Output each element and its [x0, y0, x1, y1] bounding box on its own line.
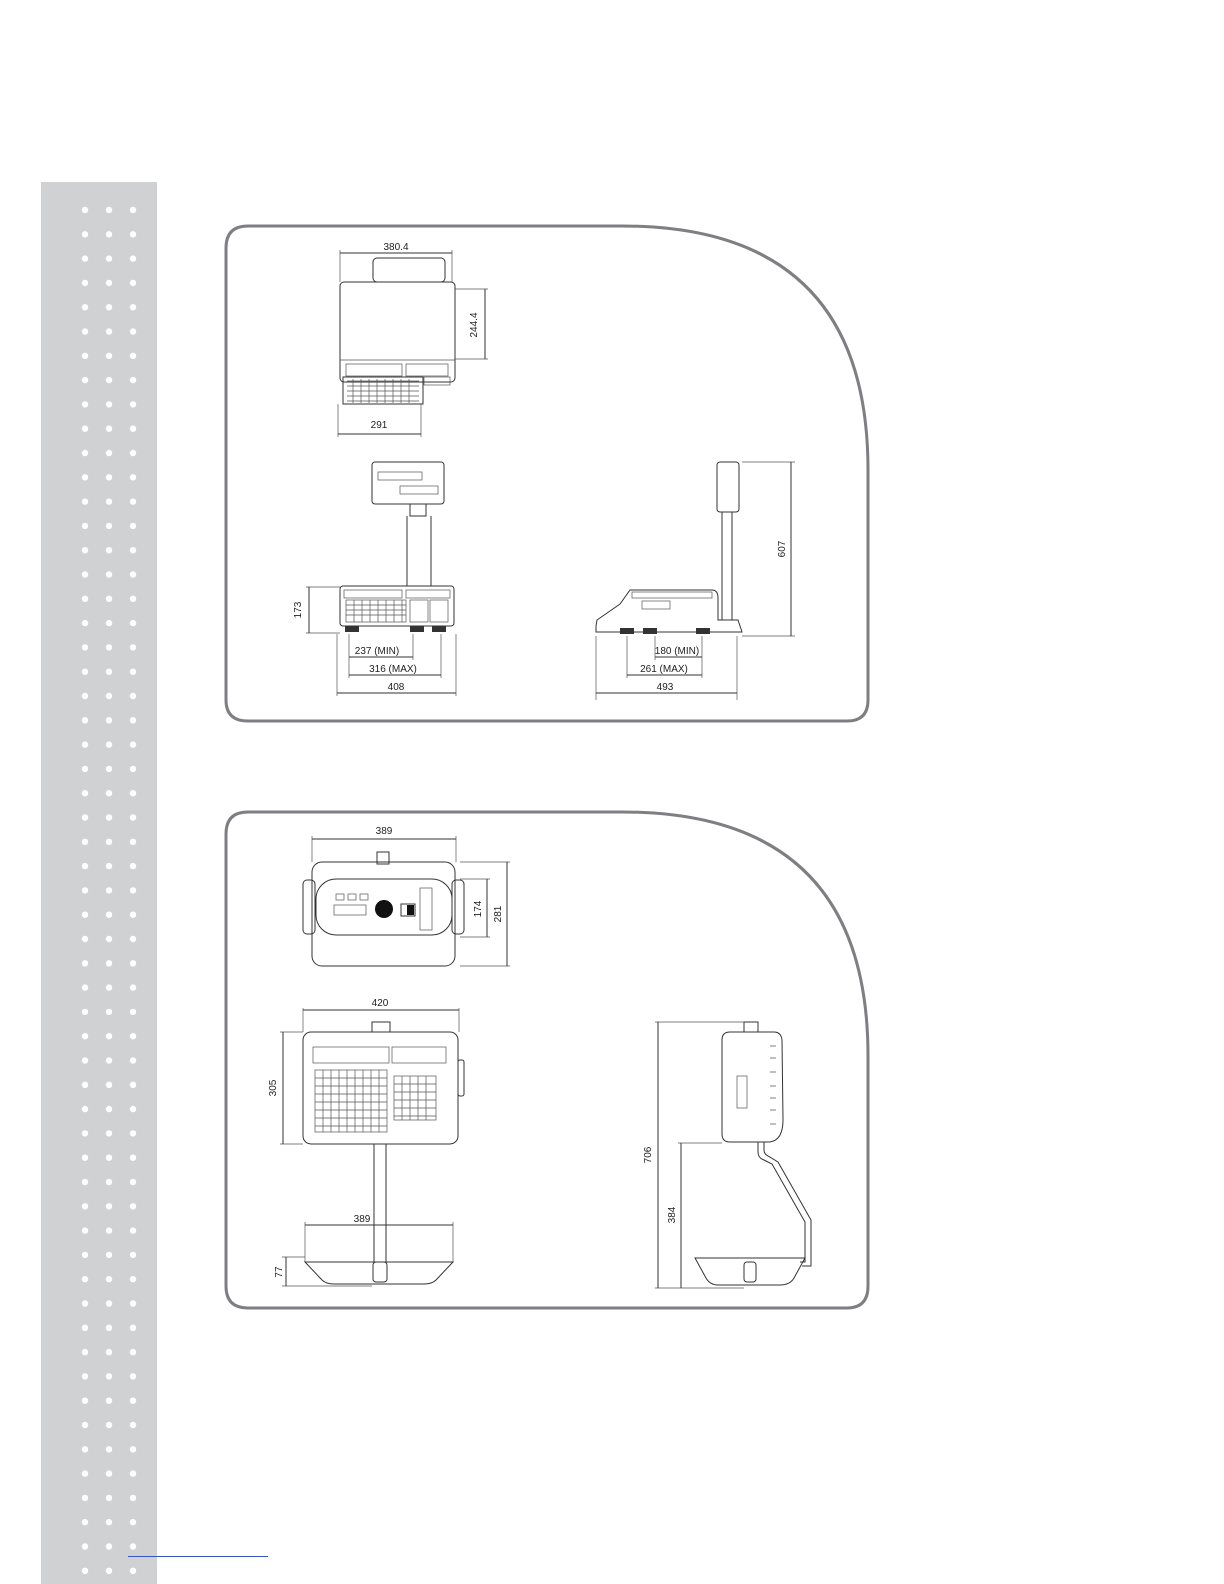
dim-keypad-width: 291	[371, 420, 388, 431]
dim-top-depth: 244.4	[469, 312, 480, 337]
dim-side-max: 261 (MAX)	[640, 664, 688, 675]
dim-side-min: 180 (MIN)	[655, 646, 699, 657]
dim-front-min: 237 (MIN)	[355, 646, 399, 657]
dim-tray-width: 389	[354, 1214, 371, 1225]
footer-link-underline[interactable]	[128, 1556, 268, 1558]
dim-side-width: 493	[657, 682, 674, 693]
dim-hanging-top-inner: 174	[473, 900, 484, 917]
dim-tray-height: 77	[274, 1266, 285, 1278]
dim-top-width: 380.4	[383, 242, 408, 253]
dim-hanging-top-width: 389	[376, 826, 393, 837]
dim-front-height: 173	[293, 601, 304, 618]
dim-hanging-total-height: 706	[643, 1146, 654, 1163]
dim-hanging-top-depth: 281	[493, 905, 504, 922]
panel-hanging-scale	[226, 812, 868, 1308]
dim-hanging-front-height: 305	[268, 1079, 279, 1096]
dim-front-width: 408	[388, 682, 405, 693]
dim-front-max: 316 (MAX)	[369, 664, 417, 675]
dim-hanging-tray-height: 384	[667, 1206, 678, 1223]
panel-pole-scale	[226, 226, 868, 721]
dim-side-height: 607	[777, 540, 788, 557]
dim-hanging-front-width: 420	[372, 998, 389, 1009]
